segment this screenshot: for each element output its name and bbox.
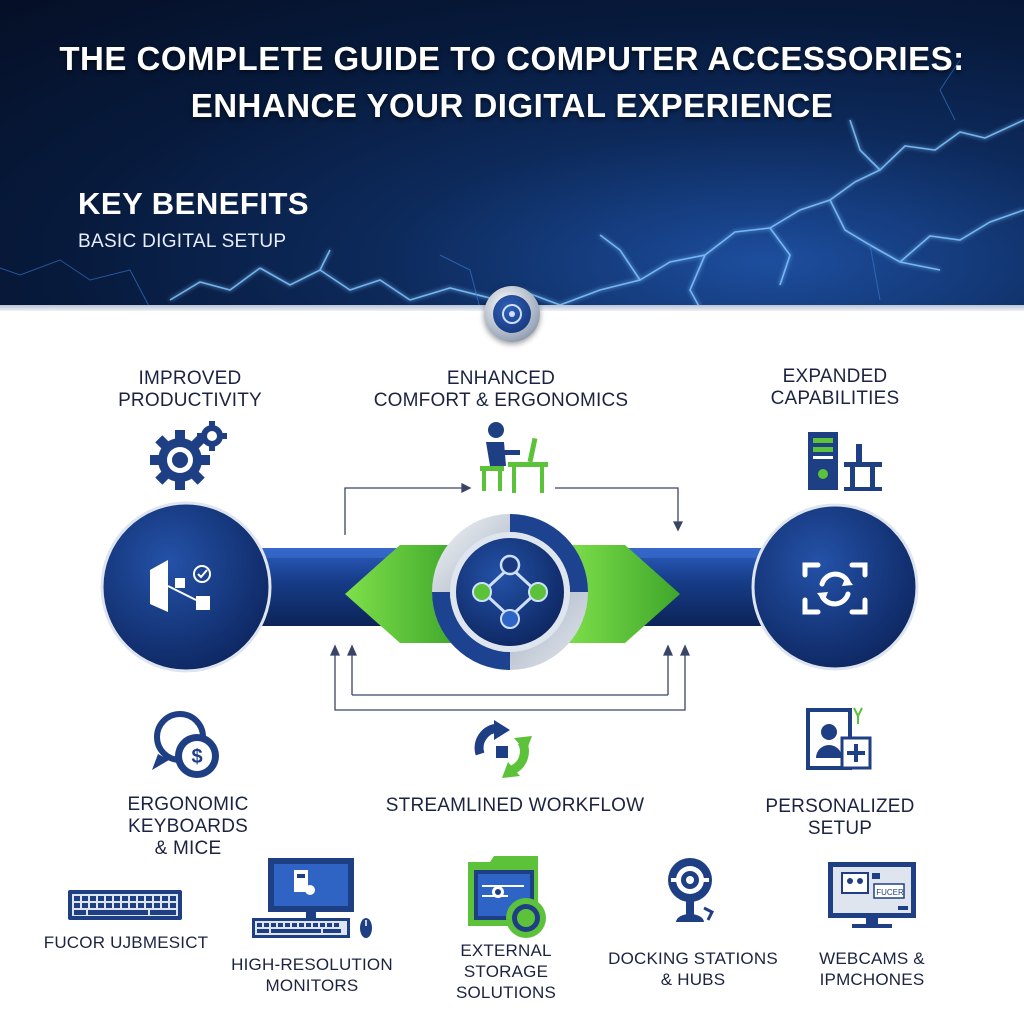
webcam-icon — [668, 858, 715, 922]
page-title-line-2: ENHANCE YOUR DIGITAL EXPERIENCE — [190, 87, 834, 124]
emblem-badge — [484, 286, 540, 342]
right-hub-node — [751, 503, 919, 671]
section-title: KEY BENEFITS — [78, 186, 310, 221]
refresh-arrows-icon — [474, 720, 532, 778]
accessory-label-monitors: HIGH-RESOLUTION MONITORS — [231, 955, 393, 995]
page-title-line-1: THE COMPLETE GUIDE TO COMPUTER ACCESSORI… — [59, 40, 965, 77]
benefit-productivity-label: IMPROVED PRODUCTIVITY — [118, 368, 262, 411]
accessory-label-webcams: WEBCAMS & IPMCHONES — [819, 949, 925, 989]
svg-text:$: $ — [191, 746, 202, 768]
monitor-screen-icon — [828, 862, 916, 928]
puzzle-icon — [502, 304, 522, 324]
lightning-decoration — [0, 59, 1024, 308]
person-desk-icon — [480, 422, 548, 493]
streamlined-workflow-label: STREAMLINED WORKFLOW — [385, 795, 645, 816]
computer-tower-icon — [808, 432, 882, 491]
accessory-label-docking: DOCKING STATIONS & HUBS — [608, 949, 778, 989]
sync-frame-icon — [802, 562, 868, 615]
green-arrow-left — [345, 545, 460, 643]
header-banner: THE COMPLETE GUIDE TO COMPUTER ACCESSORI… — [0, 0, 1024, 308]
center-hub-node — [432, 514, 588, 670]
green-arrow-right — [565, 545, 680, 643]
accessory-label-keyboard: FUCOR UJBMESICT — [43, 933, 209, 952]
profile-add-icon — [806, 707, 872, 770]
shapes-check-icon — [150, 560, 211, 612]
accessory-label-storage: EXTERNAL STORAGE SOLUTIONS — [455, 941, 557, 1002]
left-hub-node — [100, 501, 272, 673]
keyboard-icon — [68, 890, 182, 920]
benefit-capabilities-label: EXPANDED CAPABILITIES — [770, 366, 900, 409]
storage-drive-icon — [468, 856, 546, 938]
dollar-search-icon: $ — [152, 711, 219, 778]
personalized-setup-label: PERSONALIZED SETUP — [765, 796, 915, 839]
network-nodes-icon — [472, 554, 548, 629]
keyboards-mice-label: ERGONOMIC KEYBOARDS & MICE — [127, 794, 249, 859]
benefit-comfort-label: ENHANCED COMFORT & ERGONOMICS — [373, 368, 629, 411]
connector-lines — [329, 482, 691, 711]
section-subtitle: BASIC DIGITAL SETUP — [78, 231, 287, 252]
monitor-screen-text: FUCER — [876, 888, 904, 897]
gears-icon — [150, 421, 227, 490]
desktop-computer-icon — [252, 858, 372, 938]
